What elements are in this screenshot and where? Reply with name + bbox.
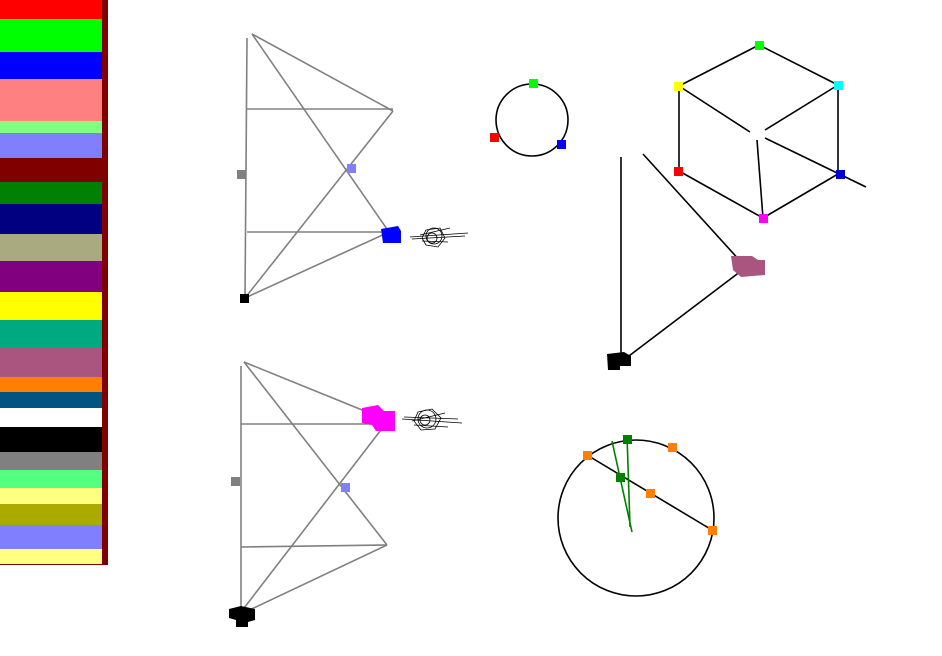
vertex-blob[interactable] bbox=[731, 256, 765, 277]
top-left-graph bbox=[244, 33, 394, 299]
edge bbox=[678, 85, 751, 133]
sketchy-gear-icon bbox=[401, 408, 463, 431]
vertex[interactable] bbox=[668, 443, 677, 452]
edge bbox=[251, 33, 390, 233]
edge bbox=[642, 153, 743, 264]
vertex[interactable] bbox=[674, 82, 683, 91]
sketchy-gear-icon bbox=[409, 227, 469, 248]
vertex-blob[interactable] bbox=[362, 405, 395, 431]
vertex[interactable] bbox=[616, 473, 625, 482]
vertex[interactable] bbox=[240, 294, 249, 303]
palette-swatch[interactable] bbox=[0, 320, 102, 348]
palette-swatch[interactable] bbox=[0, 392, 102, 408]
palette-swatch[interactable] bbox=[0, 549, 102, 564]
vertex[interactable] bbox=[674, 167, 683, 176]
palette-swatch[interactable] bbox=[0, 504, 102, 525]
cube-graph bbox=[678, 44, 867, 219]
edge bbox=[678, 44, 760, 87]
edge bbox=[756, 139, 764, 219]
vertex[interactable] bbox=[708, 526, 717, 535]
edge bbox=[244, 37, 248, 299]
vertex[interactable] bbox=[755, 41, 764, 50]
palette-swatch[interactable] bbox=[0, 408, 102, 427]
vertex[interactable] bbox=[347, 164, 356, 173]
vertex-blob[interactable] bbox=[229, 606, 255, 627]
palette-swatch[interactable] bbox=[0, 52, 102, 79]
edge bbox=[243, 361, 373, 415]
palette-swatch[interactable] bbox=[0, 525, 102, 549]
vertex[interactable] bbox=[836, 170, 845, 179]
bottom-left-graph bbox=[240, 361, 388, 615]
edge bbox=[620, 267, 746, 363]
palette-swatch[interactable] bbox=[0, 204, 102, 234]
palette-swatch[interactable] bbox=[0, 121, 102, 133]
palette-swatch[interactable] bbox=[0, 292, 102, 320]
vertex[interactable] bbox=[646, 489, 655, 498]
palette-swatch[interactable] bbox=[0, 470, 102, 488]
color-palette bbox=[0, 0, 108, 565]
palette-swatch[interactable] bbox=[0, 427, 102, 452]
vertex[interactable] bbox=[237, 170, 246, 179]
edge bbox=[251, 33, 394, 112]
edge bbox=[762, 173, 839, 219]
edge bbox=[678, 170, 764, 219]
vertex[interactable] bbox=[341, 483, 350, 492]
palette-swatch[interactable] bbox=[0, 348, 102, 377]
edge bbox=[240, 544, 388, 548]
vertex[interactable] bbox=[490, 133, 499, 142]
large-circle bbox=[557, 439, 715, 597]
palette-swatch[interactable] bbox=[0, 133, 102, 158]
vertex-blob[interactable] bbox=[381, 226, 401, 243]
chord bbox=[626, 434, 631, 528]
palette-swatch[interactable] bbox=[0, 488, 102, 504]
edge bbox=[240, 425, 385, 613]
vertex[interactable] bbox=[759, 214, 768, 223]
palette-swatch[interactable] bbox=[0, 234, 102, 261]
palette-swatch[interactable] bbox=[0, 261, 102, 292]
edge bbox=[244, 110, 394, 299]
edge bbox=[764, 84, 839, 131]
vertex[interactable] bbox=[834, 81, 843, 90]
triangle-graph bbox=[620, 153, 746, 363]
vertex[interactable] bbox=[583, 451, 592, 460]
palette-swatch[interactable] bbox=[0, 79, 102, 121]
palette-swatch[interactable] bbox=[0, 19, 102, 52]
palette-swatch[interactable] bbox=[0, 0, 102, 19]
vertex[interactable] bbox=[623, 435, 632, 444]
palette-swatch[interactable] bbox=[0, 452, 102, 470]
edge bbox=[758, 44, 839, 86]
circle-chords bbox=[586, 434, 713, 533]
vertex-blob[interactable] bbox=[607, 352, 631, 370]
palette-swatch[interactable] bbox=[0, 158, 102, 182]
edge bbox=[240, 544, 388, 615]
chord bbox=[611, 440, 633, 533]
edge bbox=[244, 231, 390, 299]
palette-swatch[interactable] bbox=[0, 182, 102, 204]
vertex[interactable] bbox=[529, 79, 538, 88]
palette-swatch[interactable] bbox=[0, 377, 102, 392]
vertex[interactable] bbox=[231, 477, 240, 486]
edge bbox=[764, 137, 867, 188]
vertex[interactable] bbox=[557, 140, 566, 149]
edge bbox=[243, 361, 388, 546]
